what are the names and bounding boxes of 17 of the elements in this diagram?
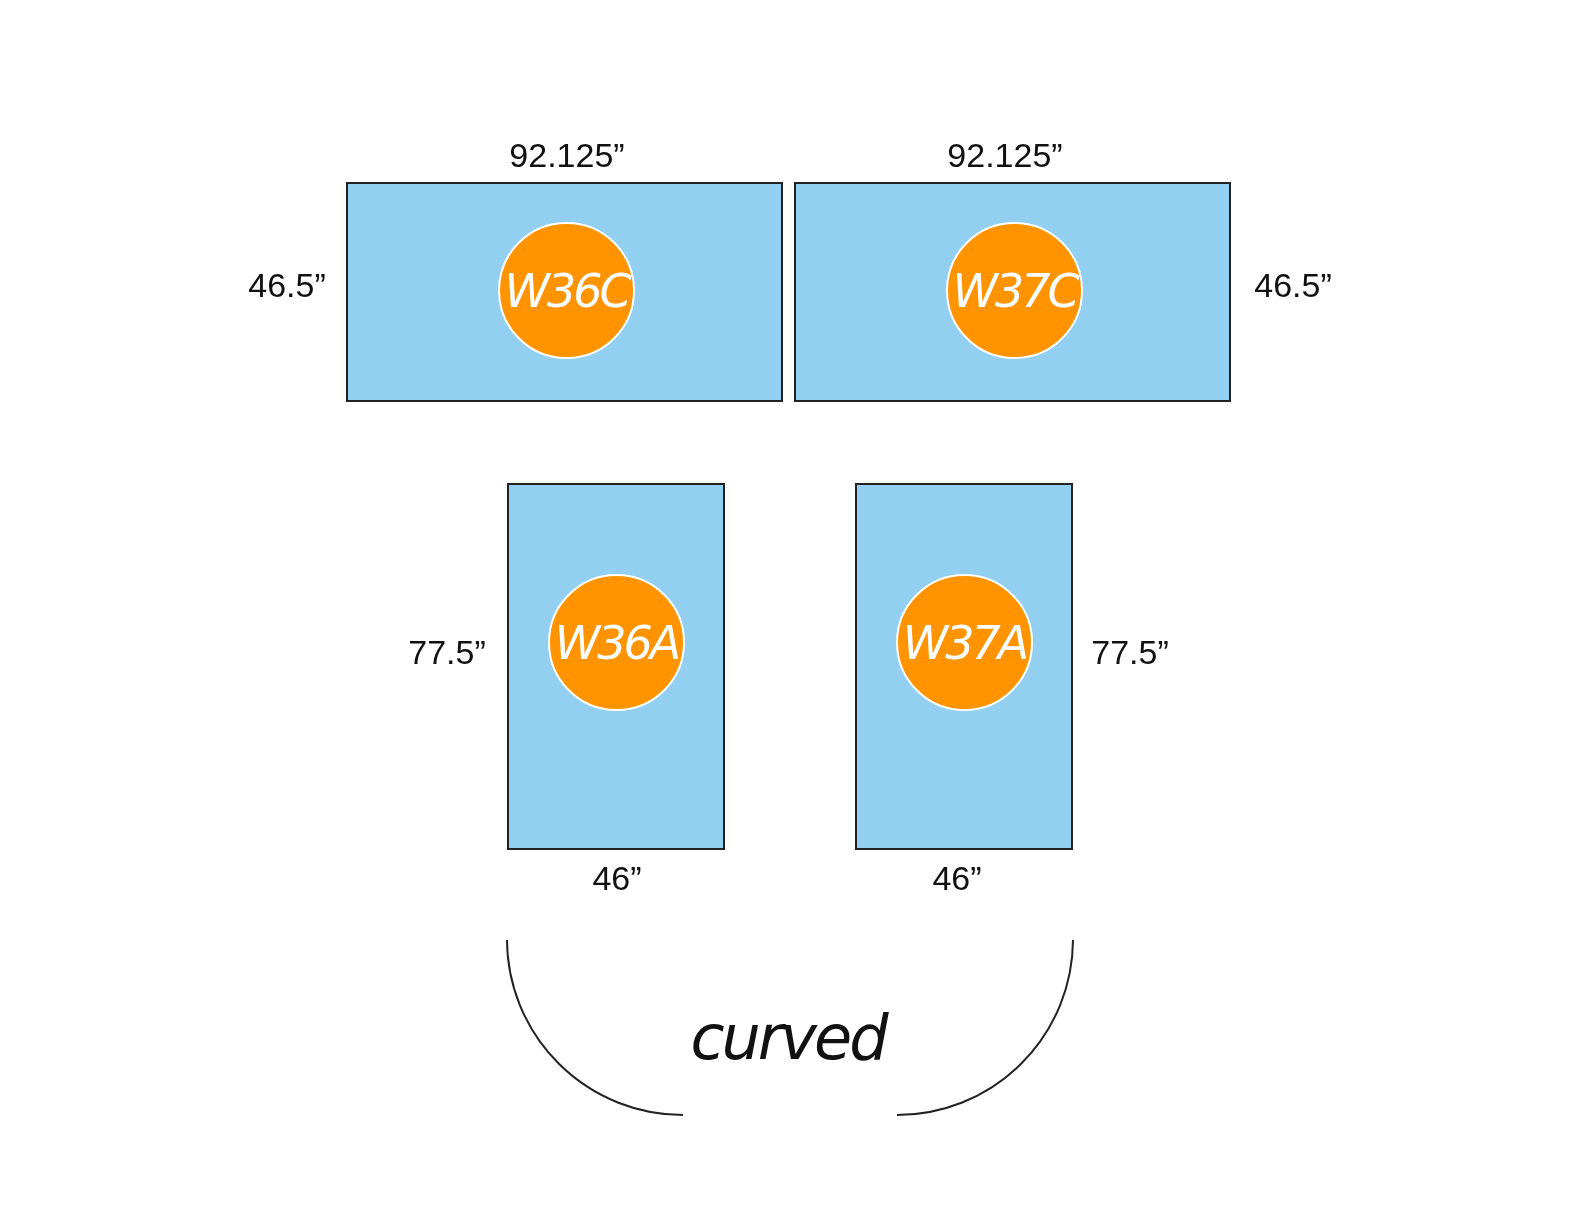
panel-rectangle [507,483,725,850]
id-circle: W37A [896,574,1033,711]
dimension-label: 46.5” [248,265,326,305]
curve-label: curved [690,1000,886,1074]
dimension-label: 77.5” [1091,632,1169,672]
id-circle: W36A [548,574,685,711]
dimension-label: 46.5” [1254,265,1332,305]
panel-rectangle [794,182,1231,402]
id-circle: W37C [946,222,1083,359]
dimension-label: 46” [592,858,642,898]
id-circle: W36C [498,222,635,359]
dimension-label: 92.125” [947,135,1063,175]
dimension-label: 92.125” [509,135,625,175]
panel-rectangle [346,182,783,402]
dimension-label: 77.5” [408,632,486,672]
dimension-label: 46” [932,858,982,898]
panel-rectangle [855,483,1073,850]
